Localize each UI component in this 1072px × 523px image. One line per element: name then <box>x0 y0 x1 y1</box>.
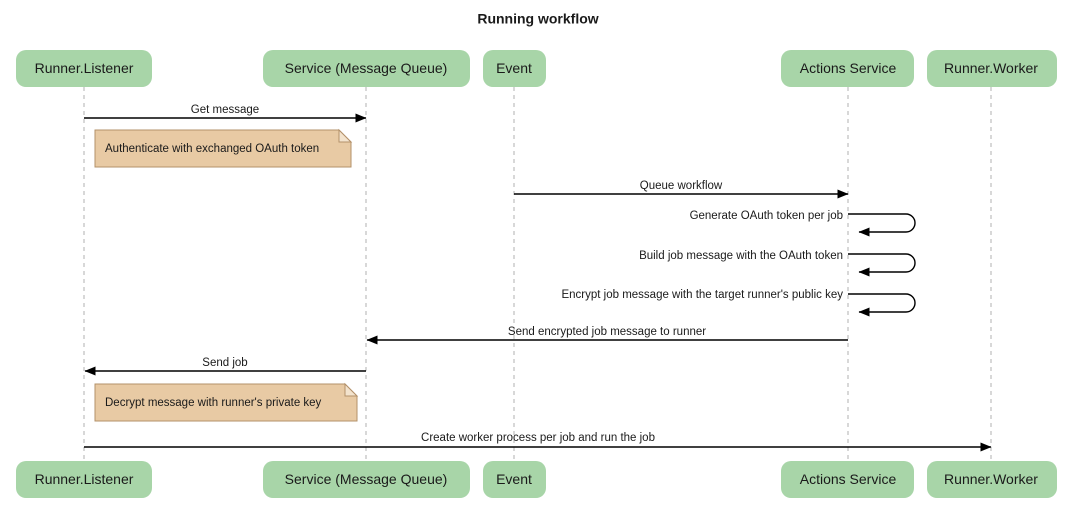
message-create-worker-process: Create worker process per job and run th… <box>84 432 992 452</box>
participant-label: Runner.Listener <box>35 471 134 487</box>
note-fold-corner-icon <box>344 382 359 397</box>
message-queue-workflow: Queue workflow <box>514 180 849 199</box>
message-label: Queue workflow <box>640 180 723 192</box>
message-label: Send job <box>202 357 247 369</box>
participant-actions-service-bottom[interactable]: Actions Service <box>781 461 914 498</box>
note-decrypt-note: Decrypt message with runner's private ke… <box>94 382 359 422</box>
participant-box <box>263 461 470 498</box>
message-label: Encrypt job message with the target runn… <box>561 289 843 301</box>
participant-actions-service-top[interactable]: Actions Service <box>781 50 914 87</box>
participant-label: Event <box>496 471 532 487</box>
note-body <box>94 383 358 422</box>
participant-label: Service (Message Queue) <box>285 471 448 487</box>
participant-label: Runner.Worker <box>944 471 1038 487</box>
message-label: Build job message with the OAuth token <box>639 250 843 262</box>
self-loop-path <box>848 253 916 277</box>
message-build-job-message: Build job message with the OAuth token <box>639 250 916 277</box>
participant-box <box>263 50 470 87</box>
message-label: Get message <box>191 104 259 116</box>
participant-label: Actions Service <box>800 60 897 76</box>
message-label: Send encrypted job message to runner <box>508 326 706 338</box>
participant-box <box>781 50 914 87</box>
notes: Authenticate with exchanged OAuth tokenD… <box>94 128 359 422</box>
page-title: Running workflow <box>477 11 598 27</box>
participant-service-mq-bottom[interactable]: Service (Message Queue) <box>263 461 470 498</box>
participant-label: Runner.Listener <box>35 60 134 76</box>
self-loop-path <box>848 213 916 237</box>
participant-label: Service (Message Queue) <box>285 60 448 76</box>
message-label: Generate OAuth token per job <box>690 210 843 222</box>
note-fold-corner-icon <box>338 128 353 143</box>
participant-label: Actions Service <box>800 471 897 487</box>
participant-box <box>483 50 546 87</box>
note-authenticate-note: Authenticate with exchanged OAuth token <box>94 128 353 168</box>
participant-label: Runner.Worker <box>944 60 1038 76</box>
note-body <box>94 129 352 168</box>
note-label: Authenticate with exchanged OAuth token <box>105 143 319 155</box>
participant-box <box>483 461 546 498</box>
participant-box <box>16 50 152 87</box>
participant-box <box>927 50 1057 87</box>
participant-box <box>927 461 1057 498</box>
participant-event-bottom[interactable]: Event <box>483 461 546 498</box>
participant-runner-worker-bottom[interactable]: Runner.Worker <box>927 461 1057 498</box>
participant-runner-worker-top[interactable]: Runner.Worker <box>927 50 1057 87</box>
participant-runner-listener-top[interactable]: Runner.Listener <box>16 50 152 87</box>
self-loop-path <box>848 293 916 317</box>
message-label: Create worker process per job and run th… <box>421 432 655 444</box>
message-get-message: Get message <box>84 104 367 123</box>
message-encrypt-job-message: Encrypt job message with the target runn… <box>561 289 916 317</box>
participant-box <box>16 461 152 498</box>
message-send-encrypted-job-message: Send encrypted job message to runner <box>366 326 848 345</box>
participant-event-top[interactable]: Event <box>483 50 546 87</box>
participant-service-mq-top[interactable]: Service (Message Queue) <box>263 50 470 87</box>
note-label: Decrypt message with runner's private ke… <box>105 397 322 409</box>
participant-label: Event <box>496 60 532 76</box>
lifelines <box>83 87 992 461</box>
participant-box <box>781 461 914 498</box>
message-generate-oauth-token: Generate OAuth token per job <box>690 210 916 237</box>
message-send-job: Send job <box>84 357 366 376</box>
participant-runner-listener-bottom[interactable]: Runner.Listener <box>16 461 152 498</box>
